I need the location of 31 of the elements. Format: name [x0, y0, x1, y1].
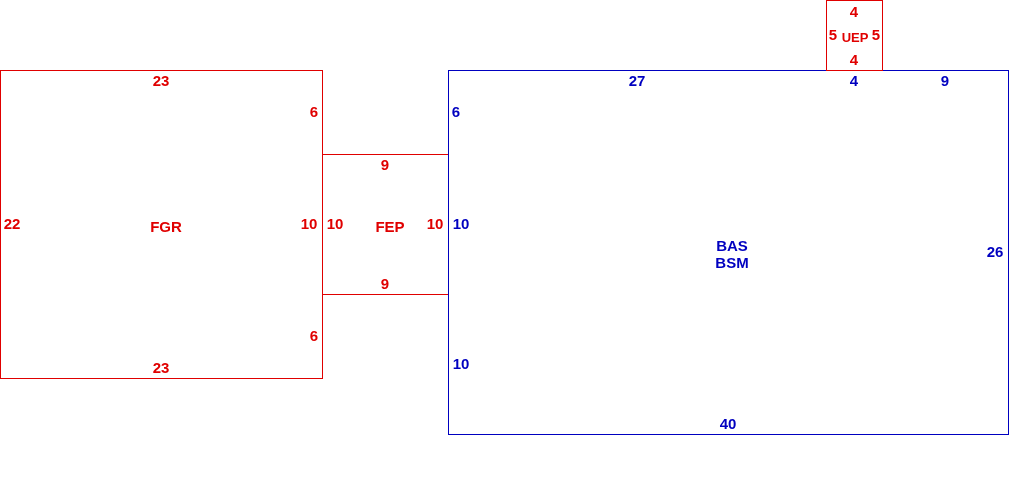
dimension-label: 10 [452, 354, 470, 372]
room-outline [448, 70, 1009, 435]
dimension-label: 10 [326, 214, 344, 232]
dimension-label: 9 [380, 155, 390, 173]
dimension-label: 10 [452, 214, 470, 232]
room-label: BSM [715, 253, 749, 271]
dimension-label: 40 [719, 414, 737, 432]
dimension-label: 22 [3, 214, 21, 232]
room-outline [322, 154, 449, 295]
dimension-label: 10 [426, 214, 444, 232]
dimension-label: 6 [309, 326, 319, 344]
room-outline [826, 0, 883, 71]
dimension-label: 4 [849, 2, 859, 20]
room-label: FGR [150, 217, 182, 235]
room-label: UEP [841, 28, 869, 46]
dimension-label: 26 [986, 242, 1004, 260]
room-label: FEP [375, 217, 405, 235]
dimension-label: 10 [300, 214, 318, 232]
room-label: BAS [716, 236, 748, 254]
dimension-label: 4 [849, 50, 859, 68]
dimension-label: 9 [940, 71, 950, 89]
dimension-label: 5 [871, 25, 881, 43]
dimension-label: 5 [828, 25, 838, 43]
dimension-label: 6 [309, 102, 319, 120]
dimension-label: 6 [451, 102, 461, 120]
dimension-label: 4 [849, 71, 859, 89]
dimension-label: 9 [380, 274, 390, 292]
room-outline [0, 70, 323, 379]
dimension-label: 23 [152, 358, 170, 376]
dimension-label: 23 [152, 71, 170, 89]
dimension-label: 27 [628, 71, 646, 89]
